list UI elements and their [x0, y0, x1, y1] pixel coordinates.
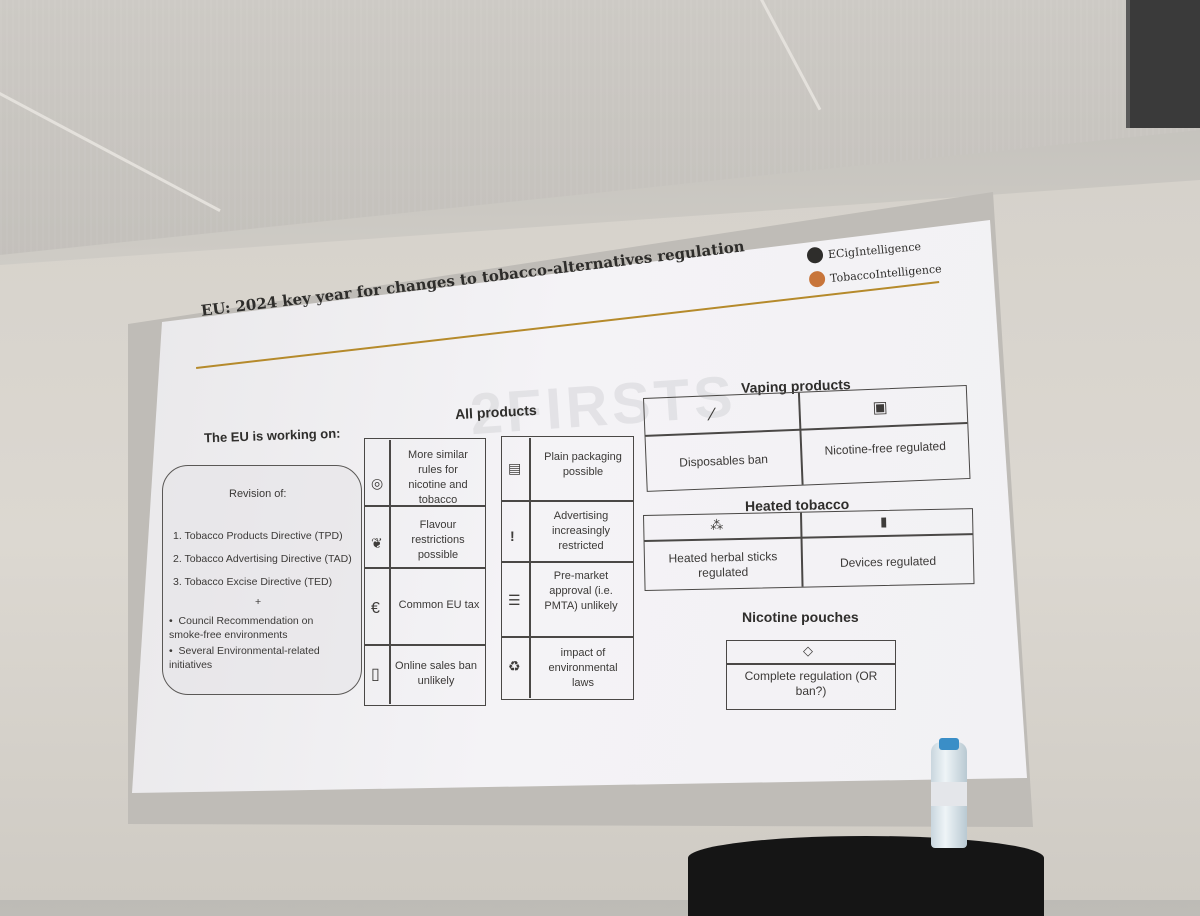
table-divider: [365, 505, 485, 507]
table-divider: [645, 422, 968, 437]
all-products-left-table: [364, 438, 486, 706]
revision-item: 2. Tobacco Advertising Directive (TAD): [173, 553, 352, 565]
e-liquid-bottle-icon: ▣: [872, 399, 889, 417]
slide-title: EU: 2024 key year for changes to tobacco…: [200, 237, 746, 320]
table-divider: [727, 663, 895, 665]
bullet-text: Council Recommendation on smoke-free env…: [169, 615, 314, 641]
target-icon: ◎: [371, 475, 384, 491]
all-products-cell: Pre-market approval (i.e. PMTA) unlikely: [544, 570, 618, 612]
bullet-text: Several Environmental-related initiative…: [169, 645, 320, 671]
pouch-icon: ◇: [803, 643, 813, 658]
exclamation-icon: !: [510, 528, 515, 544]
eu-working-heading: The EU is working on:: [203, 425, 341, 446]
revision-bullet: • Several Environmental-related initiati…: [169, 644, 339, 672]
heated-table: ⁂ Heated herbal sticks regulated ▮ Devic…: [643, 508, 975, 591]
vaping-cell: Nicotine-free regulated: [824, 438, 947, 458]
revision-item: 3. Tobacco Excise Directive (TED): [173, 576, 333, 588]
table-divider: [365, 644, 485, 646]
logo-ecig-icon: [806, 246, 824, 264]
pouches-heading: Nicotine pouches: [742, 609, 859, 625]
all-products-cell: impact of environmental laws: [548, 647, 618, 689]
table-divider: [799, 512, 804, 587]
euro-icon: €: [371, 600, 380, 617]
herb-sticks-icon: ⁂: [710, 517, 724, 533]
vape-pen-icon: ⁄: [710, 404, 715, 425]
all-products-cell: Advertising increasingly restricted: [551, 510, 611, 552]
heated-cell: Devices regulated: [839, 553, 937, 570]
table-divider: [644, 533, 973, 542]
ceiling-speaker: [1126, 0, 1200, 128]
vaping-cell: Disposables ban: [678, 452, 769, 470]
all-products-cell: Online sales ban unlikely: [395, 660, 477, 687]
cocktail-table: [688, 836, 1044, 916]
all-products-right-table: [501, 436, 634, 700]
pouches-cell: Complete regulation (OR ban?): [744, 669, 878, 698]
vaping-table: ⁄ Disposables ban ▣ Nicotine-free regula…: [643, 384, 971, 492]
revision-panel: Revision of: 1. Tobacco Products Directi…: [162, 465, 362, 695]
device-icon: ▮: [880, 513, 888, 530]
heated-cell: Heated herbal sticks regulated: [668, 549, 778, 580]
revision-plus: +: [255, 596, 262, 608]
bullet-dot: •: [169, 615, 179, 627]
table-divider: [797, 392, 804, 485]
clipboard-icon: ☰: [508, 592, 521, 608]
table-divider: [502, 636, 633, 638]
table-divider: [529, 438, 531, 698]
pouches-table: ◇ Complete regulation (OR ban?): [726, 640, 896, 710]
table-divider: [502, 500, 633, 502]
bullet-dot: •: [169, 645, 179, 657]
all-products-cell: Plain packaging possible: [544, 451, 622, 478]
all-products-cell: Flavour restrictions possible: [411, 519, 465, 561]
logo-tobacco-icon: [808, 270, 826, 288]
all-products-cell: More similar rules for nicotine and toba…: [408, 449, 468, 506]
phone-cart-icon: ▯: [371, 666, 380, 683]
table-divider: [502, 561, 633, 563]
revision-item: 1. Tobacco Products Directive (TPD): [173, 530, 343, 542]
all-products-cell: Common EU tax: [398, 599, 480, 611]
table-divider: [389, 440, 391, 704]
revision-bullet: • Council Recommendation on smoke-free e…: [169, 614, 339, 642]
table-divider: [365, 567, 485, 569]
recycle-icon: ♻: [508, 658, 521, 674]
logo-ecig-text: ECigIntelligence: [827, 239, 922, 261]
water-bottle-cap: [939, 738, 959, 750]
package-icon: ▤: [508, 460, 522, 476]
strawberry-icon: ❦: [371, 535, 383, 551]
water-bottle-label: [931, 782, 967, 806]
revision-title: Revision of:: [229, 488, 287, 500]
logo-tobacco-text: TobaccoIntelligence: [829, 261, 943, 285]
